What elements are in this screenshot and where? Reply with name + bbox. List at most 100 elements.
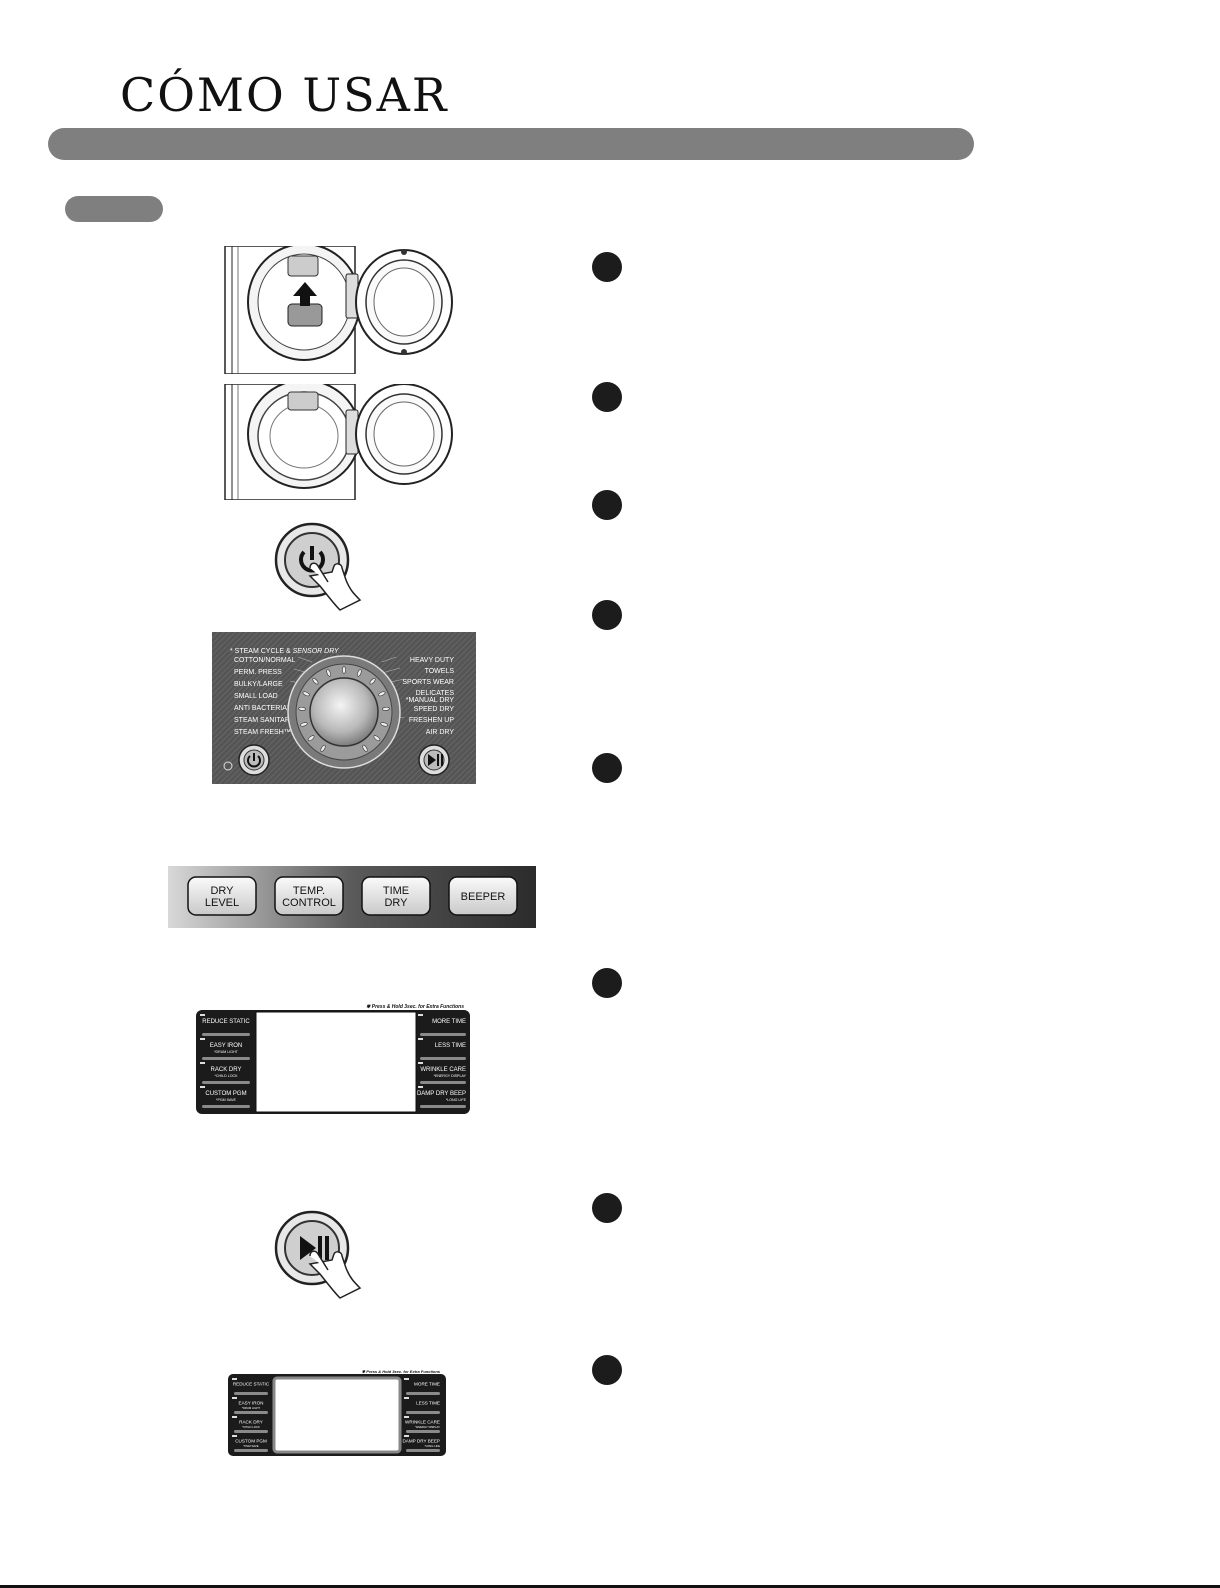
option-button-bar[interactable]: [202, 1081, 250, 1084]
option-label: WRINKLE CARE: [420, 1067, 466, 1073]
option-button-label: LEVEL: [205, 897, 239, 909]
option-button-bar[interactable]: [234, 1411, 268, 1414]
option-button-bar[interactable]: [234, 1430, 268, 1433]
option-button-bar[interactable]: [234, 1392, 268, 1395]
option-sublabel: *ENERGY DISPLAY: [415, 1425, 440, 1429]
power-button-illustration: [270, 520, 370, 612]
option-indicator-led: [232, 1435, 237, 1437]
cycle-selector-panel: * STEAM CYCLE & SENSOR DRY COTTON/NORMAL…: [212, 632, 476, 784]
option-button-bar[interactable]: [420, 1081, 466, 1084]
option-button-bar[interactable]: [420, 1057, 466, 1060]
extra-functions-note: ✱ Press & Hold 3sec. for Extra Functions: [366, 1004, 464, 1010]
option-indicator-led: [232, 1416, 237, 1418]
right-option-group: MORE TIME LESS TIME WRINKLE CARE*ENERGY DI…: [402, 1378, 440, 1452]
cycle-label: HEAVY DUTY: [410, 657, 454, 664]
option-button-bar[interactable]: [406, 1449, 440, 1452]
cycle-label: SPEED DRY: [414, 706, 455, 713]
cycle-label: TOWELS: [425, 668, 455, 675]
dial-tick: [320, 744, 326, 752]
cycle-label: SMALL LOAD: [234, 693, 278, 700]
option-indicator-led: [418, 1086, 423, 1088]
time-dry-button[interactable]: [361, 876, 431, 916]
dial-tick: [312, 678, 319, 685]
dial-tick: [381, 706, 390, 711]
option-label: EASY IRON: [239, 1401, 264, 1406]
step-1-dot: [592, 252, 622, 282]
option-button-label: CONTROL: [282, 897, 336, 909]
option-button-label: BEEPER: [461, 891, 506, 903]
option-button-bar[interactable]: [420, 1033, 466, 1036]
display-panel-small: ✱ Press & Hold 3sec. for Extra Functions…: [228, 1366, 448, 1458]
option-indicator-led: [232, 1378, 237, 1380]
dry-level-button[interactable]: [187, 876, 257, 916]
option-button-label: DRY: [384, 897, 408, 909]
option-label: LESS TIME: [416, 1401, 440, 1406]
option-button-bar[interactable]: [420, 1105, 466, 1108]
option-label: EASY IRON: [210, 1043, 243, 1049]
cycle-label: PERM. PRESS: [234, 669, 282, 676]
left-option-group: REDUCE STATIC EASY IRON*DRUM LIGHT RACK DR…: [232, 1378, 270, 1452]
option-buttons-strip: DRY LEVEL TEMP. CONTROL TIME DRY BEEPER: [168, 866, 536, 928]
option-label: CUSTOM PGM: [205, 1091, 246, 1097]
dial-tick: [302, 691, 310, 697]
beeper-button[interactable]: [448, 876, 518, 916]
option-sublabel: *LONG LIFE: [425, 1444, 441, 1448]
dial-tick: [342, 666, 346, 674]
option-indicator-led: [200, 1062, 205, 1064]
energy-logo-icon: [223, 761, 233, 771]
leader-line: [381, 667, 401, 674]
option-sublabel: *PGM SAVE: [243, 1444, 258, 1448]
cycle-panel-banner: * STEAM CYCLE & SENSOR DRY: [230, 648, 340, 655]
option-button-bar[interactable]: [406, 1430, 440, 1433]
extra-functions-note: ✱ Press & Hold 3sec. for Extra Functions: [362, 1369, 441, 1374]
option-button-label: DRY: [210, 885, 234, 897]
option-button-bar[interactable]: [406, 1392, 440, 1395]
dryer-door-open-illustration: [224, 384, 454, 500]
option-indicator-led: [200, 1014, 205, 1016]
option-button-label: TIME: [383, 885, 409, 897]
page-title: CÓMO USAR: [120, 68, 449, 122]
option-sublabel: *DRUM LIGHT: [242, 1406, 261, 1410]
option-label: MORE TIME: [414, 1382, 440, 1387]
option-label: WRINKLE CARE: [405, 1420, 440, 1425]
option-indicator-led: [418, 1038, 423, 1040]
cycle-label: AIR DRY: [426, 729, 455, 736]
step-3-dot: [592, 490, 622, 520]
option-button-bar[interactable]: [406, 1411, 440, 1414]
option-button-bar[interactable]: [234, 1449, 268, 1452]
option-indicator-led: [404, 1435, 409, 1437]
leader-line: [297, 656, 313, 663]
dial-tick: [326, 669, 331, 677]
cycle-label: ANTI BACTERIAL: [234, 705, 291, 712]
option-button-bar[interactable]: [202, 1033, 250, 1036]
option-sublabel: *PGM SAVE: [216, 1098, 237, 1102]
option-label: DAMP DRY BEEP: [402, 1439, 440, 1444]
dryer-lint-filter-illustration: [224, 246, 454, 374]
option-sublabel: *ENERGY DISPLAY: [434, 1074, 467, 1078]
display-screen: [272, 1376, 402, 1454]
option-label: RACK DRY: [239, 1420, 263, 1425]
option-button-bar[interactable]: [202, 1057, 250, 1060]
dial-tick: [357, 669, 362, 677]
bottom-rule: [0, 1585, 1220, 1588]
option-label: LESS TIME: [435, 1043, 466, 1049]
option-sublabel: *CHILD LOCK: [215, 1074, 239, 1078]
display-panel-large: ✱ Press & Hold 3sec. for Extra Functions…: [196, 1000, 472, 1116]
option-label: CUSTOM PGM: [235, 1439, 267, 1444]
option-label: DAMP DRY BEEP: [417, 1091, 466, 1097]
dial-tick: [373, 735, 381, 742]
option-label: MORE TIME: [432, 1019, 466, 1025]
temp-control-button[interactable]: [274, 876, 344, 916]
dial-tick: [378, 691, 386, 697]
option-sublabel: *DRUM LIGHT: [214, 1050, 239, 1054]
leader-line: [381, 656, 397, 663]
cycle-label: STEAM FRESH™: [234, 729, 291, 736]
step-2-dot: [592, 382, 622, 412]
option-label: REDUCE STATIC: [233, 1382, 270, 1387]
cycle-knob[interactable]: [309, 677, 379, 747]
option-indicator-led: [404, 1397, 409, 1399]
dial-tick: [369, 678, 376, 685]
option-button-bar[interactable]: [202, 1105, 250, 1108]
option-button-label: TEMP.: [293, 885, 325, 897]
